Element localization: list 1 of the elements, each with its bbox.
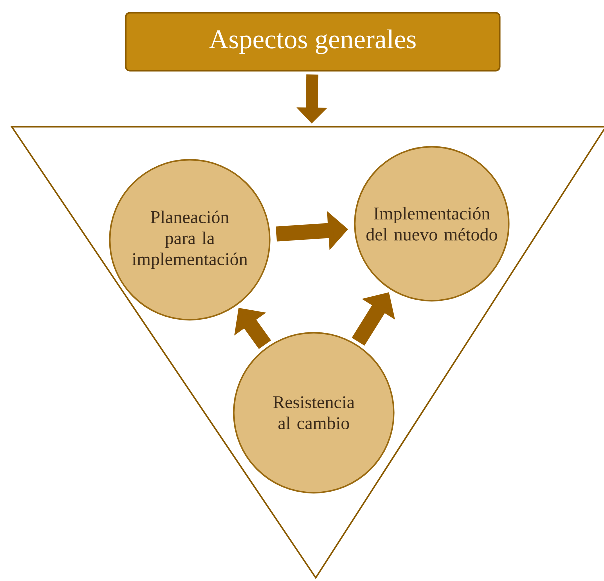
title-box: Aspectos generales: [125, 12, 501, 72]
